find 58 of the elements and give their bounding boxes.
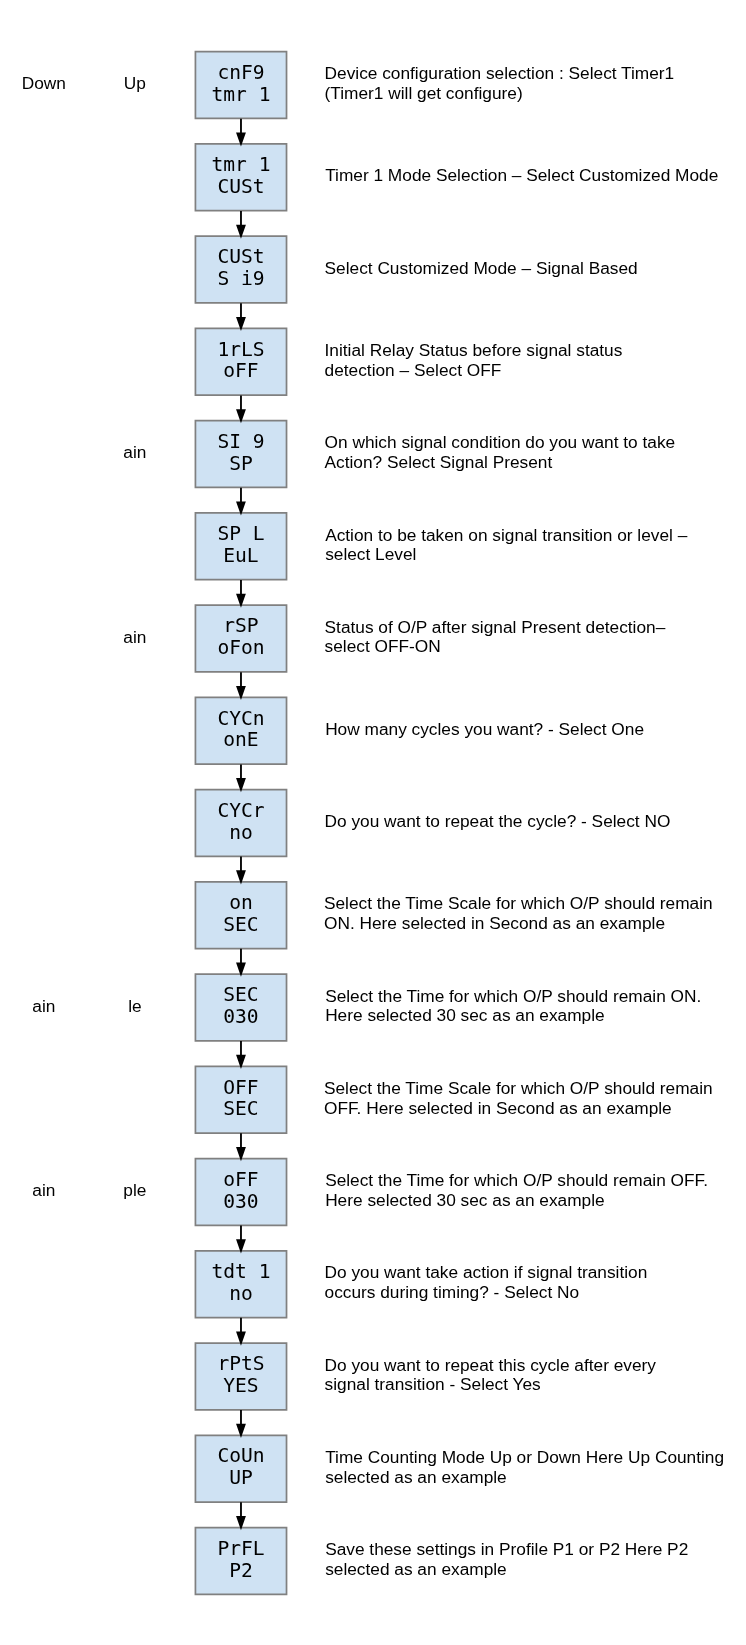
node-box: 1rLS oFF [194, 326, 288, 396]
arrow [236, 301, 246, 331]
label: ple [123, 1179, 147, 1200]
node-label: Do you want to repeat this cycle after every signal transition - Select Yes [324, 1354, 656, 1394]
label: Up [123, 72, 146, 93]
node-label: Status of O/P after signal Present detection– select OFF-ON [324, 616, 666, 656]
node-box: tdt 1 no [194, 1249, 288, 1319]
node-label: Timer 1 Mode Selection – Select Customized Mode [325, 164, 719, 185]
arrow [236, 855, 246, 884]
label: ain [32, 995, 56, 1016]
node-box: PrFL P2 [194, 1526, 288, 1595]
label: ain [123, 441, 147, 462]
node-label: Do you want to repeat the cycle? - Select NO [324, 810, 671, 831]
node-box: SI 9 SP [194, 419, 288, 488]
arrow [236, 1039, 246, 1069]
node-box: oFF 030 [194, 1157, 288, 1226]
node-label: Select the Time for which O/P should remain OFF. Here selected 30 sec as an example [325, 1169, 709, 1210]
arrow [236, 486, 246, 515]
label: ain [32, 1179, 56, 1200]
arrow [236, 393, 246, 423]
label: ain [123, 626, 147, 647]
arrow [236, 1316, 246, 1346]
node-label: Select Customized Mode – Signal Based [324, 257, 638, 278]
node-label: Select the Time Scale for which O/P should remain OFF. Here selected in Second as an example [324, 1077, 713, 1118]
node-box: OFF SEC [194, 1064, 288, 1134]
node-box: CYCn onE [194, 695, 288, 765]
node-label: On which signal condition do you want to take Action? Select Signal Present [324, 431, 676, 472]
arrow [236, 670, 246, 700]
arrow [236, 578, 246, 608]
node-box: rPtS YES [194, 1341, 288, 1411]
arrow [236, 1500, 246, 1530]
node-label: Initial Relay Status before signal status detection – Select OFF [324, 339, 623, 380]
node-box: CYCr no [194, 788, 288, 857]
arrow [236, 762, 246, 792]
arrow [236, 1224, 246, 1253]
node-label: Action to be taken on signal transition or level – select Level [325, 524, 688, 564]
arrow [236, 1131, 246, 1161]
node-box: CUSt S i9 [194, 234, 288, 304]
label: Down [21, 72, 66, 93]
node-box: rSP oFon [194, 603, 288, 673]
label: le [128, 995, 142, 1016]
node-box: SEC 030 [194, 972, 288, 1042]
node-label: Time Counting Mode Up or Down Here Up Counting selected as an example [325, 1446, 725, 1487]
arrow [236, 947, 246, 977]
arrow [236, 117, 246, 146]
node-label: Select the Time Scale for which O/P should remain ON. Here selected in Second as an example [324, 892, 713, 933]
node-label: Do you want take action if signal transition occurs during timing? - Select No [324, 1261, 648, 1302]
node-label: How many cycles you want? - Select One [325, 718, 645, 739]
node-box: on SEC [194, 880, 288, 950]
node-box: cnF9 tmr 1 [194, 50, 288, 119]
node-label: Device configuration selection : Select Timer1 (Timer1 will get configure) [324, 62, 675, 103]
arrow [236, 209, 246, 239]
node-box: SP L EuL [194, 511, 288, 581]
node-label: Select the Time for which O/P should remain ON. Here selected 30 sec as an example [325, 985, 702, 1025]
node-label: Save these settings in Profile P1 or P2 Here P2 selected as an example [325, 1538, 689, 1579]
arrow [236, 1408, 246, 1438]
node-box: tmr 1 CUSt [194, 142, 288, 212]
node-box: CoUn UP [194, 1433, 288, 1503]
